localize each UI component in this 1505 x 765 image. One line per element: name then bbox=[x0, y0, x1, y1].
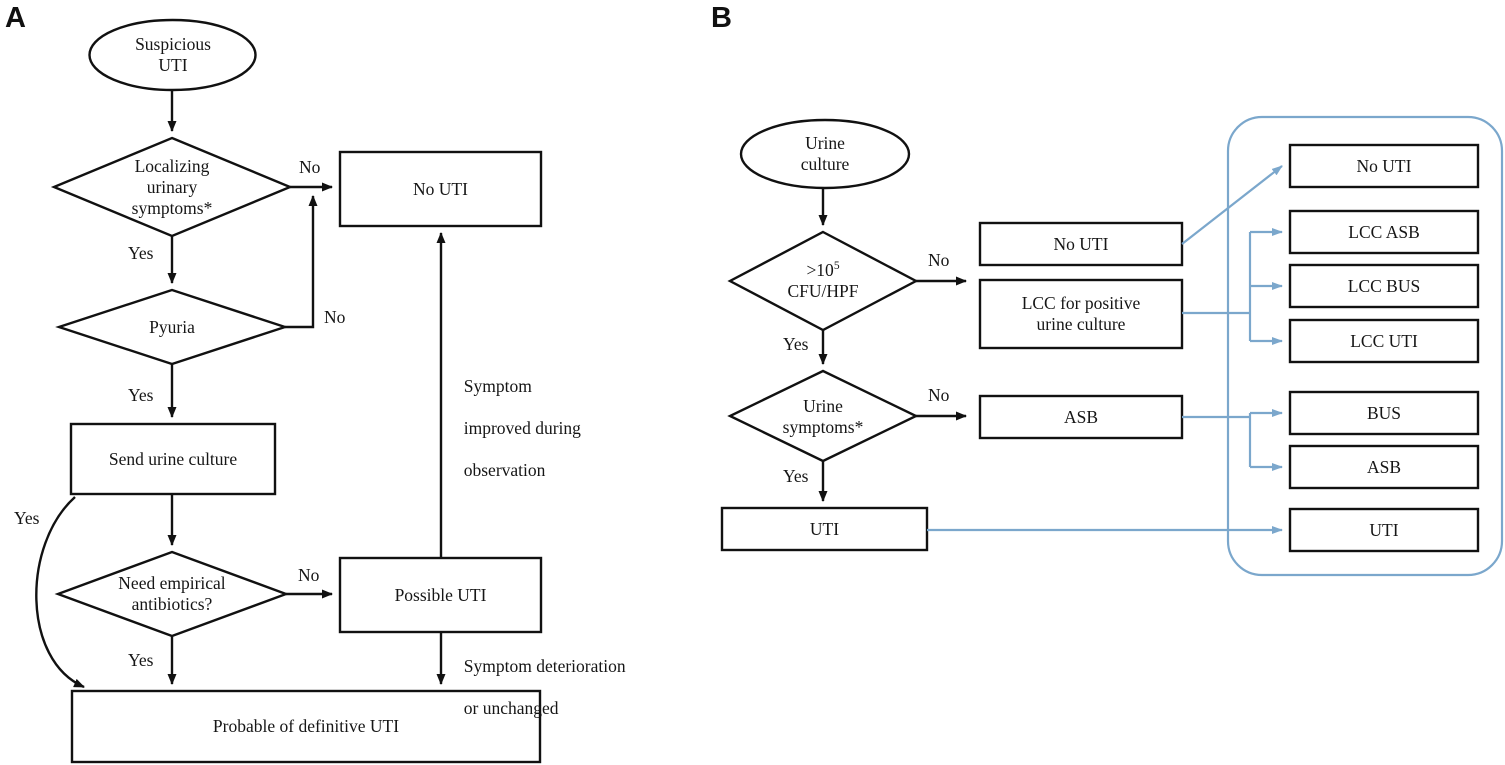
outcome-lcc-bus-box[interactable] bbox=[1288, 263, 1480, 309]
node-no-uti-b[interactable] bbox=[978, 221, 1184, 267]
outcome-uti-box[interactable] bbox=[1288, 507, 1480, 553]
edge-label-cfu-no: No bbox=[928, 250, 950, 270]
edge-label-culture-yes: Yes bbox=[14, 508, 40, 528]
edge-label-cfu-yes: Yes bbox=[783, 334, 809, 354]
edge-label-antibiotics-yes: Yes bbox=[128, 650, 154, 670]
edge-label-localizing-no: No bbox=[299, 157, 321, 177]
edge-label-pyuria-no: No bbox=[324, 307, 346, 327]
edge-culture-yes-curve-to-probable bbox=[35, 496, 85, 689]
node-asb-b[interactable] bbox=[978, 394, 1184, 440]
node-localizing-urinary-symptoms[interactable] bbox=[50, 136, 294, 238]
symptom-deterioration-line2: or unchanged bbox=[463, 698, 559, 718]
node-need-empirical-antibiotics[interactable] bbox=[54, 550, 290, 638]
node-urine-symptoms[interactable] bbox=[727, 369, 919, 463]
panel-label-b: B bbox=[711, 2, 732, 34]
edge-pyuria-no-to-no-uti bbox=[285, 195, 318, 329]
edge-label-antibiotics-no: No bbox=[298, 565, 320, 585]
outcome-no-uti-box[interactable] bbox=[1288, 143, 1480, 189]
symptom-improved-line2: improved during bbox=[463, 418, 581, 438]
symptom-improved-line3: observation bbox=[463, 460, 546, 480]
edge-label-symptom-deterioration: Symptom deterioration or unchanged bbox=[455, 635, 626, 719]
panel-b-shapes bbox=[720, 118, 1480, 553]
node-send-urine-culture[interactable] bbox=[69, 422, 277, 496]
node-cfu-threshold[interactable] bbox=[727, 230, 919, 332]
node-pyuria[interactable] bbox=[55, 288, 289, 366]
node-suspicious-uti[interactable] bbox=[88, 18, 257, 92]
edge-label-localizing-yes: Yes bbox=[128, 243, 154, 263]
outcome-lcc-uti-box[interactable] bbox=[1288, 318, 1480, 364]
node-probable-definitive-uti[interactable] bbox=[70, 689, 542, 764]
panel-b-connectors-black bbox=[818, 188, 967, 502]
edge-label-symptoms-no: No bbox=[928, 385, 950, 405]
node-uti-b[interactable] bbox=[720, 506, 929, 552]
outcome-group-rounded-container bbox=[1226, 115, 1504, 577]
symptom-improved-line1: Symptom bbox=[463, 376, 532, 396]
node-lcc-positive-urine-culture[interactable] bbox=[978, 278, 1184, 350]
outcome-asb-box[interactable] bbox=[1288, 444, 1480, 490]
symptom-deterioration-line1: Symptom deterioration bbox=[463, 656, 626, 676]
node-urine-culture[interactable] bbox=[739, 118, 911, 190]
edge-label-pyuria-yes: Yes bbox=[128, 385, 154, 405]
panel-b-outcome-group-border bbox=[1226, 115, 1504, 577]
edge-label-symptoms-yes: Yes bbox=[783, 466, 809, 486]
panel-label-a: A bbox=[5, 2, 26, 34]
outcome-lcc-asb-box[interactable] bbox=[1288, 209, 1480, 255]
panel-b-connectors-blue bbox=[927, 165, 1283, 534]
edge-no-uti-to-outcome-no-uti bbox=[1181, 165, 1283, 245]
edge-label-symptom-improved: Symptom improved during observation bbox=[455, 355, 581, 481]
node-possible-uti[interactable] bbox=[338, 556, 543, 634]
node-no-uti[interactable] bbox=[338, 150, 543, 228]
outcome-bus-box[interactable] bbox=[1288, 390, 1480, 436]
panel-a-connectors bbox=[35, 90, 446, 689]
